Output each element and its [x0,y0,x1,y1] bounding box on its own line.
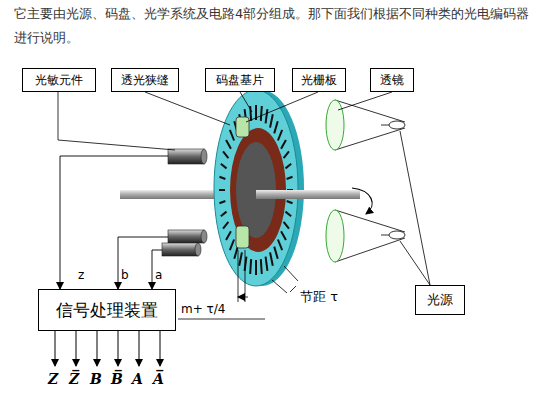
disk-slit [219,189,225,191]
output-signal: B [90,370,102,390]
callout-box: 光敏元件 [22,68,96,92]
disk-slit [239,252,242,265]
callout-box: 光源 [415,285,465,315]
node-text: 光敏元件 [35,72,83,89]
disk-slit [219,177,225,179]
disk-slit [287,177,293,179]
disk-slit [278,239,282,250]
output-signal: Z̅ [69,370,79,390]
signal-name: b [121,268,129,282]
node-text: 透光狭缝 [121,72,169,89]
leader-line [58,92,430,285]
dimension-label: 节距 τ [298,288,340,306]
process-box: 信号处理装置 [38,289,176,331]
disk-slit [284,151,289,158]
disk-slit [281,140,286,149]
disk-slit [270,114,273,127]
callout-box: 透镜 [370,68,414,92]
output-signal: A̅ [153,370,164,390]
disk-slit [281,231,286,240]
callout-box: 码盘基片 [205,68,275,92]
output-arrow [55,331,160,366]
node-text: 光栅板 [301,72,337,89]
node-text: 光源 [427,291,453,309]
disk-slit [219,201,225,203]
disk-slit [223,222,228,229]
disk-slit [285,212,291,217]
disk-slit [274,121,278,133]
disk-slit [260,259,263,274]
disk-slit [230,130,234,141]
disk-slit [230,239,234,250]
callout-box: 光栅板 [292,68,346,92]
output-signal: B̅ [111,370,123,390]
signal-name: z [78,268,84,282]
dimension-label: m+ τ/4 [179,302,227,316]
photo-sensor [162,149,207,256]
disk-slit [221,164,227,169]
disk-slit [266,109,268,123]
signal-wire [60,156,168,289]
code-disk [214,90,304,286]
node-text: 信号处理装置 [56,299,158,322]
disk-slit [249,259,252,274]
signal-name: a [155,268,162,282]
disk-slit [234,247,238,259]
rotation-arrow [352,188,372,214]
disk-slit [260,106,263,121]
disk-slit [274,247,278,259]
node-text: 透镜 [380,72,404,89]
light-cone [335,100,405,262]
grating-plate [236,117,249,248]
output-signal: Z [48,370,58,390]
dimension-line [178,250,298,319]
disk-slit [223,151,228,158]
lens [326,100,344,262]
disk-slit [287,201,293,203]
intro-text: 它主要由光源、码盘、光学系统及电路4部分组成。那下面我们根据不同种类的光电编码器… [14,2,542,50]
callout-box: 透光狭缝 [111,68,179,92]
node-text: 码盘基片 [216,72,264,89]
disk-slit [285,164,291,169]
disk-slit [278,130,282,141]
shaft [256,190,360,199]
disk-slit [221,212,227,217]
output-signal: A [132,370,143,390]
disk-slit [226,140,231,149]
disk-slit [266,257,268,271]
disk-slit [284,222,289,229]
disk-slit [226,231,231,240]
disk-slit [270,252,273,265]
disk-slit [255,260,257,275]
